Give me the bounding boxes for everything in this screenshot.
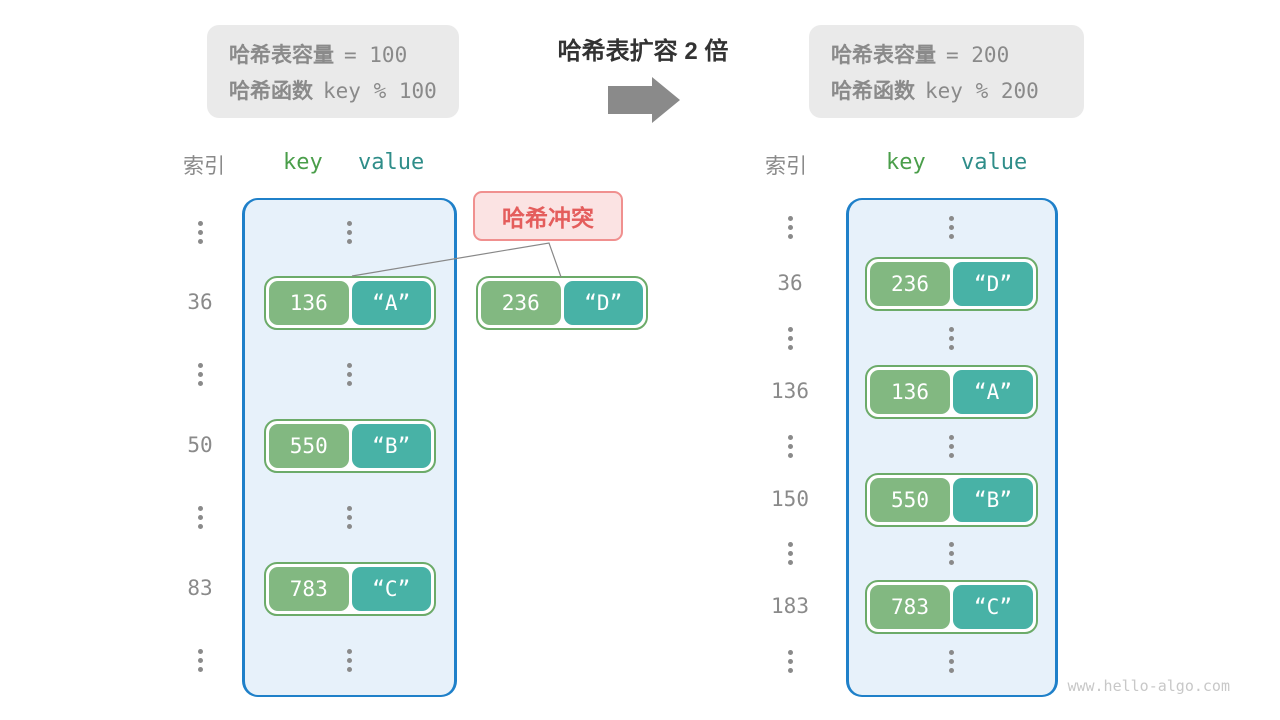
hash-function-label: 哈希函数 — [831, 79, 915, 103]
key-cell: 136 — [870, 370, 950, 414]
kv-pair: 550“B” — [264, 419, 436, 473]
index-label: 150 — [771, 487, 809, 511]
right-value-header: value — [961, 150, 1028, 175]
value-cell: “C” — [953, 585, 1033, 629]
value-cell: “A” — [953, 370, 1033, 414]
kv-pair: 136“A” — [865, 365, 1038, 419]
value-cell: “C” — [351, 567, 431, 611]
index-label: 36 — [777, 271, 803, 295]
kv-pair: 550“B” — [865, 473, 1038, 527]
index-ellipsis — [785, 435, 795, 458]
bucket-ellipsis — [946, 542, 956, 565]
index-ellipsis — [195, 649, 205, 672]
index-label: 183 — [771, 594, 809, 618]
right-index-header: 索引 — [765, 155, 807, 178]
bucket-ellipsis — [344, 221, 354, 244]
index-ellipsis — [785, 216, 795, 239]
index-label: 36 — [187, 290, 213, 314]
value-cell: “B” — [953, 478, 1033, 522]
watermark: www.hello-algo.com — [1067, 677, 1230, 695]
right-key-header: key — [886, 150, 926, 175]
index-ellipsis — [195, 221, 205, 244]
capacity-value: = 200 — [946, 42, 1010, 67]
collision-kv-pair: 236 “D” — [476, 276, 648, 330]
index-ellipsis — [785, 327, 795, 350]
index-ellipsis — [785, 542, 795, 565]
kv-pair: 236“D” — [865, 257, 1038, 311]
index-ellipsis — [195, 363, 205, 386]
left-index-header: 索引 — [183, 155, 225, 178]
left-key-header: key — [283, 150, 323, 175]
info-line: 哈希函数 key % 200 — [831, 75, 1062, 105]
key-cell: 236 — [481, 281, 561, 325]
key-cell: 136 — [269, 281, 349, 325]
capacity-label: 哈希表容量 — [229, 43, 334, 67]
index-label: 136 — [771, 379, 809, 403]
left-value-header: value — [358, 150, 425, 175]
info-box-capacity-100: 哈希表容量 = 100 哈希函数 key % 100 — [207, 25, 459, 118]
key-cell: 550 — [269, 424, 349, 468]
value-cell: “B” — [351, 424, 431, 468]
capacity-label: 哈希表容量 — [831, 43, 936, 67]
value-cell: “A” — [351, 281, 431, 325]
info-box-capacity-200: 哈希表容量 = 200 哈希函数 key % 200 — [809, 25, 1084, 118]
index-ellipsis — [785, 650, 795, 673]
key-cell: 550 — [870, 478, 950, 522]
kv-pair: 783“C” — [264, 562, 436, 616]
bucket-ellipsis — [344, 363, 354, 386]
value-cell: “D” — [563, 281, 643, 325]
info-line: 哈希表容量 = 200 — [831, 39, 1062, 69]
value-cell: “D” — [953, 262, 1033, 306]
expand-arrow-icon — [608, 77, 680, 123]
hash-function-value: key % 200 — [925, 78, 1039, 103]
hash-function-label: 哈希函数 — [229, 79, 313, 103]
index-ellipsis — [195, 506, 205, 529]
info-line: 哈希函数 key % 100 — [229, 75, 437, 105]
collision-badge: 哈希冲突 — [473, 191, 623, 241]
kv-pair: 783“C” — [865, 580, 1038, 634]
index-label: 50 — [187, 433, 213, 457]
capacity-value: = 100 — [344, 42, 408, 67]
key-cell: 783 — [269, 567, 349, 611]
key-cell: 236 — [870, 262, 950, 306]
bucket-ellipsis — [946, 435, 956, 458]
bucket-ellipsis — [344, 649, 354, 672]
hash-function-value: key % 100 — [323, 78, 437, 103]
kv-pair: 136“A” — [264, 276, 436, 330]
index-label: 83 — [187, 576, 213, 600]
key-cell: 783 — [870, 585, 950, 629]
bucket-ellipsis — [344, 506, 354, 529]
bucket-ellipsis — [946, 216, 956, 239]
diagram-title: 哈希表扩容 2 倍 — [557, 38, 729, 65]
bucket-ellipsis — [946, 650, 956, 673]
bucket-ellipsis — [946, 327, 956, 350]
info-line: 哈希表容量 = 100 — [229, 39, 437, 69]
